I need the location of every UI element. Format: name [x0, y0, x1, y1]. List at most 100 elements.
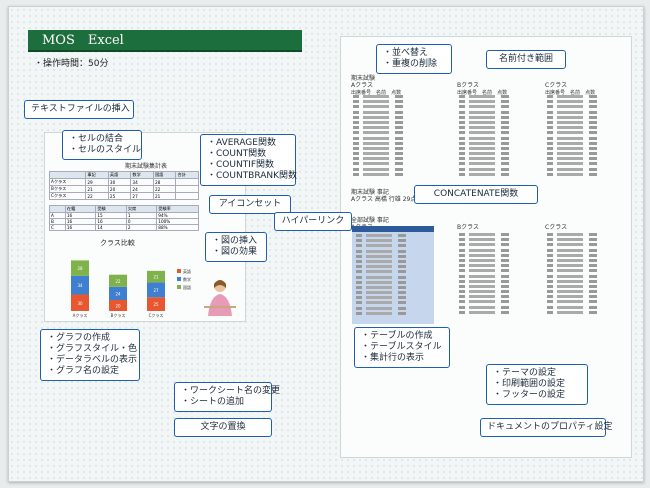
- list-item: [547, 95, 597, 100]
- list-item: [459, 284, 509, 290]
- list-item: [459, 157, 509, 162]
- class-chart: クラス比較 303428Aクラス202422Bクラス252721Cクラス英語数学…: [71, 260, 191, 318]
- list-item: [547, 253, 597, 259]
- list-item: [547, 310, 597, 316]
- chart-data-label: 30: [77, 301, 83, 306]
- list-item: [459, 274, 509, 280]
- legend-label: 英語: [183, 268, 191, 274]
- chart-bar: [147, 270, 165, 283]
- list-item: [547, 115, 597, 121]
- list-item: [356, 249, 406, 255]
- list-item: [356, 275, 406, 281]
- list-item: [353, 105, 403, 110]
- list-item: [459, 253, 509, 259]
- list-item: [356, 311, 406, 317]
- list-item: [547, 120, 597, 126]
- list-item: [547, 152, 597, 157]
- chart-data-label: 24: [115, 291, 121, 296]
- list-item: [459, 167, 509, 173]
- legend-label: 数学: [183, 276, 191, 282]
- chart-data-label: 22: [115, 279, 121, 284]
- chart-bar: [109, 300, 127, 311]
- callout-concatenate: CONCATENATE関数: [414, 185, 538, 204]
- chart-bar: [147, 297, 165, 311]
- list-item: [353, 162, 403, 167]
- list-item: [547, 141, 597, 147]
- list-item: [353, 136, 403, 142]
- list-item: [459, 131, 509, 136]
- legend-swatch: [177, 269, 181, 273]
- list-item: [547, 290, 597, 295]
- list-item: [356, 259, 406, 265]
- list-item: [353, 100, 403, 105]
- list-item: [356, 291, 406, 296]
- list-item: [459, 172, 509, 178]
- list-item: [353, 110, 403, 116]
- list-item: [356, 254, 406, 260]
- list-item: [459, 248, 509, 254]
- page-title: MOS Excel: [28, 30, 302, 52]
- list-item: [353, 126, 403, 131]
- list-item: [459, 300, 509, 305]
- table-title: 全部試験 事記: [351, 217, 389, 224]
- list-item: [547, 279, 597, 285]
- list-item: [353, 152, 403, 157]
- table-rows: [356, 234, 406, 317]
- list-item: [459, 100, 509, 105]
- chart-data-label: 28: [77, 266, 83, 271]
- callout-replace: 文字の置換: [174, 418, 272, 437]
- summary-table-title: 期末試験集計表: [125, 163, 168, 170]
- list-class-b: [459, 95, 509, 178]
- list-item: [547, 136, 597, 142]
- middle-sub: Aクラス 高橋 行雄 29点: [351, 196, 417, 203]
- col-header-a: 出席番号 名前 点数: [351, 90, 402, 96]
- list-class-a: [353, 95, 403, 178]
- list-item: [459, 146, 509, 152]
- callout-named-range: 名前付き範囲: [486, 50, 566, 69]
- list-item: [547, 264, 597, 269]
- callout-sort: ・並べ替え・重複の削除: [376, 44, 452, 74]
- list-item: [353, 141, 403, 147]
- list-item: [459, 290, 509, 295]
- list-item: [459, 115, 509, 121]
- list-item: [547, 284, 597, 290]
- chart-bar: [71, 275, 89, 295]
- list-item: [547, 172, 597, 178]
- chart-bar: [109, 286, 127, 300]
- chart-bar: [109, 274, 127, 287]
- list-item: [547, 238, 597, 243]
- list-item: [353, 115, 403, 121]
- callout-hyperlink: ハイパーリンク: [274, 212, 352, 231]
- list-item: [547, 274, 597, 280]
- list-item: [356, 234, 406, 239]
- list-item: [459, 243, 509, 248]
- chart-data-label: 21: [153, 275, 159, 280]
- list-item: [547, 243, 597, 248]
- callout-graph: ・グラフの作成・グラフスタイル・色・データラベルの表示・グラフ名の設定: [40, 329, 140, 381]
- list-item: [459, 141, 509, 147]
- list-item: [356, 285, 406, 291]
- list-item: [459, 162, 509, 167]
- list-item: [547, 100, 597, 105]
- chart-data-label: 25: [153, 302, 159, 307]
- list-item: [547, 233, 597, 238]
- callout-image: ・図の挿入・図の効果: [205, 232, 267, 262]
- list-item: [356, 265, 406, 270]
- list-item: [547, 105, 597, 110]
- list-item: [547, 248, 597, 254]
- list-item: [459, 264, 509, 269]
- list-item: [459, 238, 509, 243]
- list-item: [353, 172, 403, 178]
- list-item: [459, 279, 509, 285]
- list-item: [459, 152, 509, 157]
- right-top-sub: Aクラス: [351, 82, 373, 89]
- table-class-c: Cクラス: [545, 224, 568, 231]
- list-item: [459, 258, 509, 264]
- list-class-c-2: [547, 233, 597, 316]
- chart-category-label: Bクラス: [111, 312, 126, 318]
- list-item: [356, 244, 406, 249]
- list-item: [459, 95, 509, 100]
- callout-table: ・テーブルの作成・テーブルスタイル・集計行の表示: [354, 327, 450, 368]
- list-item: [547, 162, 597, 167]
- chart-bar: [71, 260, 89, 276]
